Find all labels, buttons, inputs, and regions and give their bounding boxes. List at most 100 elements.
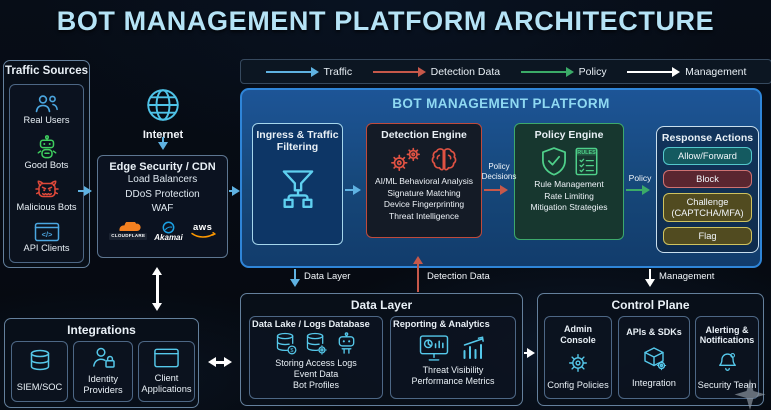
bot-head-icon: [338, 331, 354, 354]
aws-smile-icon: [190, 232, 216, 238]
edge-item: Load Balancers: [127, 174, 198, 185]
policy-arrow-icon: [520, 66, 574, 77]
card-title: Alerting & Notifications: [699, 324, 755, 346]
action-allow-forward: Allow/Forward: [663, 147, 752, 165]
database-gear-icon: [306, 332, 327, 355]
identity-lock-icon: [93, 347, 115, 368]
shield-check-icon: [541, 147, 566, 176]
platform-title: BOT MANAGEMENT PLATFORM: [392, 96, 610, 111]
flow-label-policy: Policy: [628, 173, 652, 183]
brain-icon: [431, 148, 457, 171]
policy-item: Rule Management: [534, 179, 604, 189]
detection-item: Threat Intelligence: [389, 210, 459, 221]
aws-logo: aws: [190, 223, 216, 240]
card-caption: Config Policies: [547, 380, 609, 391]
apis-sdks-card: APIs & SDKs Integration: [618, 316, 690, 399]
arrow-platform-to-data-layer: [290, 269, 300, 287]
legend-label: Management: [685, 65, 747, 78]
legend-bar: Traffic Detection Data Policy Management: [240, 59, 771, 84]
cloudflare-logo: CLOUDFLARE: [109, 222, 148, 240]
traffic-sources-panel: Traffic Sources Real Users Good Bots: [3, 60, 90, 268]
arrow-edge-to-platform: [229, 186, 240, 196]
legend-item-policy: Policy: [520, 66, 607, 78]
flow-label-detection-data: Detection Data: [427, 271, 490, 282]
arrow-detection-to-policy: [484, 185, 508, 195]
monitor-chart-icon: [419, 334, 449, 361]
policy-item: Mitigation Strategies: [530, 202, 608, 212]
rules-doc-icon: RULES: [575, 147, 597, 176]
control-plane-title: Control Plane: [611, 298, 690, 312]
package-icon: [643, 346, 666, 370]
traffic-arrow-icon: [265, 66, 319, 77]
traffic-source-label: Good Bots: [24, 159, 69, 170]
integrations-panel: Integrations SIEM/SOC Identity Providers: [4, 318, 199, 408]
arrow-data-layer-to-detection: [413, 256, 423, 292]
legend-item-detection-data: Detection Data: [372, 65, 501, 78]
data-lake-title: Data Lake / Logs Database: [252, 319, 370, 329]
page-title: BOT MANAGEMENT PLATFORM ARCHITECTURE: [56, 6, 715, 36]
arrow-platform-to-control-plane: [645, 269, 655, 287]
flow-label-management: Management: [659, 271, 715, 282]
legend-item-traffic: Traffic: [265, 66, 352, 78]
arrow-internet-to-edge: [158, 137, 168, 150]
arrow-data-layer-to-control-plane: [524, 348, 535, 358]
action-block: Block: [663, 170, 752, 188]
card-title: APIs & SDKs: [626, 326, 682, 337]
reporting-line: Performance Metrics: [411, 375, 495, 386]
akamai-mark-icon: [162, 221, 175, 233]
card-caption: Integration: [632, 378, 676, 388]
list-item: </> API Clients: [24, 222, 70, 253]
internet-label: Internet: [142, 129, 184, 141]
data-lake-line: Event Data: [293, 368, 339, 379]
traffic-sources-title: Traffic Sources: [4, 65, 89, 77]
arrow-policy-to-response: [626, 185, 650, 195]
legend-label: Detection Data: [430, 65, 501, 78]
integration-label: Identity Providers: [83, 374, 123, 395]
detection-item: AI/ML Behavioral Analysis: [375, 176, 473, 186]
integrations-title: Integrations: [67, 323, 136, 337]
bell-icon: [718, 353, 736, 372]
data-lake-line: Bot Profiles: [292, 379, 340, 390]
reporting-line: Threat Visibility: [422, 364, 484, 375]
policy-title: Policy Engine: [534, 129, 604, 141]
bot-management-platform-panel: BOT MANAGEMENT PLATFORM Ingress & Traffi…: [240, 88, 762, 268]
list-item: Good Bots: [24, 134, 69, 170]
ingress-filtering-box: Ingress & Traffic Filtering: [252, 123, 343, 245]
edge-security-box: Edge Security / CDN Load Balancers DDoS …: [97, 155, 228, 258]
flow-label-policy-decisions: Policy Decisions: [481, 162, 517, 181]
list-item: Malicious Bots: [16, 179, 77, 213]
arrow-sources-to-edge: [78, 186, 92, 196]
edge-item: DDoS Protection: [125, 188, 200, 200]
admin-console-card: Admin Console Config Policies: [544, 316, 612, 399]
browser-window-icon: [154, 348, 179, 368]
integration-label: Client Applications: [141, 373, 192, 394]
detection-data-arrow-icon: [372, 66, 426, 77]
alerting-card: Alerting & Notifications Security Team: [695, 316, 759, 399]
arrow-integrations-data-layer-bidirectional: [208, 357, 232, 366]
cdn-logos-row: CLOUDFLARE Akamai aws: [98, 221, 227, 242]
identity-providers-card: Identity Providers: [73, 341, 133, 402]
database-icon: [30, 349, 49, 371]
management-arrow-icon: [627, 66, 681, 77]
siem-soc-card: SIEM/SOC: [11, 341, 68, 402]
reporting-analytics-box: Reporting & Analytics Threat Visibility …: [390, 316, 516, 399]
detection-title: Detection Engine: [381, 129, 467, 141]
internet-node: Internet: [126, 87, 200, 141]
integration-label: SIEM/SOC: [16, 381, 63, 392]
detection-item: Signature Matching: [387, 187, 461, 198]
response-actions-box: Response Actions Allow/Forward Block Cha…: [656, 126, 759, 253]
database-coin-icon: $: [276, 332, 296, 354]
svg-text:RULES: RULES: [577, 150, 596, 156]
action-flag: Flag: [663, 227, 752, 245]
policy-engine-box: Policy Engine RULES Rule Management Rate…: [514, 123, 624, 240]
traffic-source-label: Malicious Bots: [16, 202, 77, 213]
card-caption: Security Team: [697, 379, 757, 390]
data-layer-panel: Data Layer Data Lake / Logs Database $: [240, 293, 523, 406]
detection-item: Device Fingerprinting: [383, 199, 465, 209]
data-lake-box: Data Lake / Logs Database $: [249, 316, 383, 399]
users-icon: [36, 95, 59, 113]
funnel-icon: [282, 170, 313, 209]
list-item: Real Users: [24, 94, 69, 125]
good-bot-icon: [37, 134, 56, 159]
